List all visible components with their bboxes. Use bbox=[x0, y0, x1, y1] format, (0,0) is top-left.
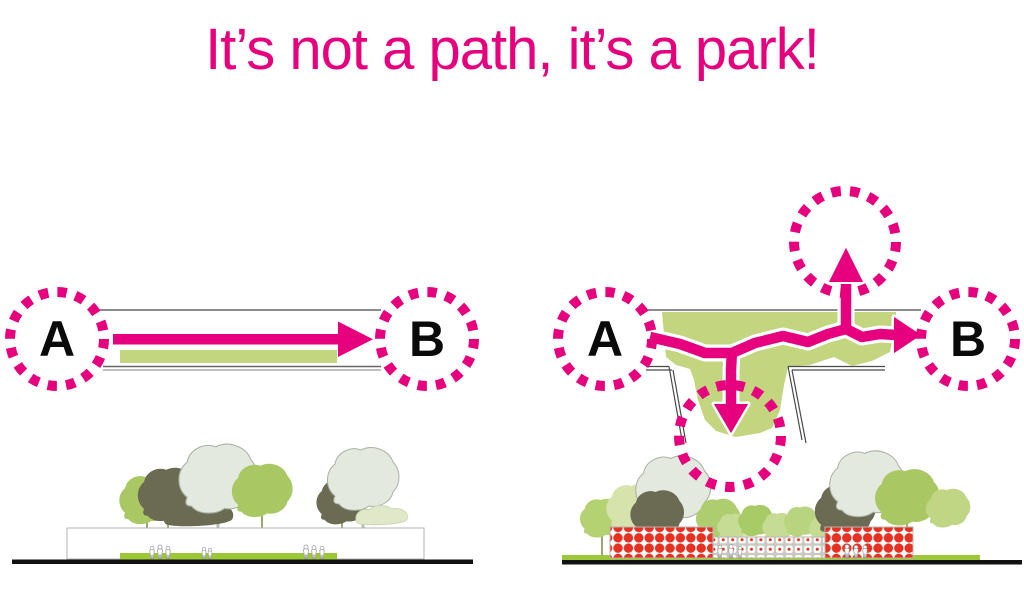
node-a-label: A bbox=[587, 311, 623, 367]
node-b-label: B bbox=[950, 311, 986, 367]
section-drawing-park bbox=[562, 450, 1022, 565]
ground-line bbox=[12, 559, 473, 564]
destination-circle-down bbox=[674, 380, 786, 492]
arrowhead-up bbox=[829, 248, 863, 282]
tree-cluster bbox=[119, 443, 408, 530]
destination-circle-up bbox=[789, 186, 901, 298]
grass-strip bbox=[120, 553, 337, 560]
green-strip bbox=[120, 350, 337, 363]
node-a-circle bbox=[553, 287, 657, 391]
diagram-park-path: A B bbox=[553, 186, 1020, 492]
diagram-straight-path: A B bbox=[5, 287, 479, 391]
arrowhead-right bbox=[894, 317, 921, 353]
node-a-label: A bbox=[39, 311, 75, 367]
route-branch-down bbox=[725, 350, 738, 406]
node-a-circle bbox=[5, 287, 109, 391]
node-b-circle bbox=[916, 287, 1020, 391]
node-b-circle bbox=[375, 287, 479, 391]
straight-arrow bbox=[113, 321, 373, 357]
section-drawing-path bbox=[12, 443, 473, 564]
route-a-to-b bbox=[648, 323, 897, 359]
site-boundary-lines bbox=[646, 365, 885, 444]
page-title: It’s not a path, it’s a park! bbox=[205, 17, 820, 82]
park-route-arrows bbox=[648, 248, 921, 433]
polka-dot-pavilion bbox=[824, 526, 914, 559]
node-b-label: B bbox=[409, 311, 445, 367]
polka-dot-pavilion bbox=[609, 526, 714, 559]
arrowhead-down bbox=[714, 404, 748, 433]
ground-line bbox=[562, 560, 1022, 565]
tree-canopy bbox=[327, 447, 400, 511]
tree-canopy bbox=[231, 463, 293, 518]
